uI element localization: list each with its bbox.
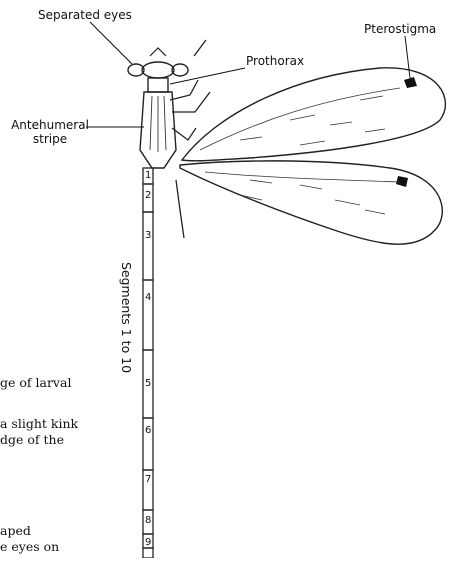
label-prothorax: Prothorax (246, 54, 304, 68)
head (142, 62, 174, 78)
leader-separated-eyes (90, 22, 132, 64)
label-antehumeral-line1: Antehumeral (10, 118, 90, 132)
segment-number-4: 4 (145, 292, 151, 303)
segment-number-9: 9 (145, 537, 151, 548)
pterostigma-mark (404, 77, 417, 88)
segment-number-2: 2 (145, 190, 151, 201)
label-separated-eyes: Separated eyes (38, 8, 132, 22)
abdomen-segment-3 (143, 212, 153, 280)
leader-pterostigma (405, 36, 410, 78)
segment-number-3: 3 (145, 230, 151, 241)
segment-number-6: 6 (145, 425, 151, 436)
label-antehumeral-line2: stripe (10, 132, 90, 146)
label-segments: Segments 1 to 10 (119, 262, 134, 373)
body-text-line-1: ge of larval (0, 375, 140, 391)
body-text-line-2: a slight kink (0, 416, 140, 432)
prothorax (148, 78, 168, 92)
segment-numbers: 1 2 3 4 5 6 7 8 9 (145, 170, 151, 548)
abdomen-segment-10 (143, 548, 153, 558)
label-pterostigma: Pterostigma (364, 22, 436, 36)
body-text-line-4: aped (0, 523, 140, 539)
abdomen (143, 168, 153, 558)
segment-number-7: 7 (145, 474, 151, 485)
segment-number-8: 8 (145, 515, 151, 526)
segment-number-5: 5 (145, 378, 151, 389)
body-text-line-5: e eyes on (0, 539, 140, 555)
abdomen-segment-4 (143, 280, 153, 350)
pterostigma-mark-hind (396, 176, 408, 187)
label-antehumeral: Antehumeral stripe (10, 118, 90, 146)
body-text-line-3: dge of the (0, 432, 140, 448)
segment-number-1: 1 (145, 170, 151, 181)
